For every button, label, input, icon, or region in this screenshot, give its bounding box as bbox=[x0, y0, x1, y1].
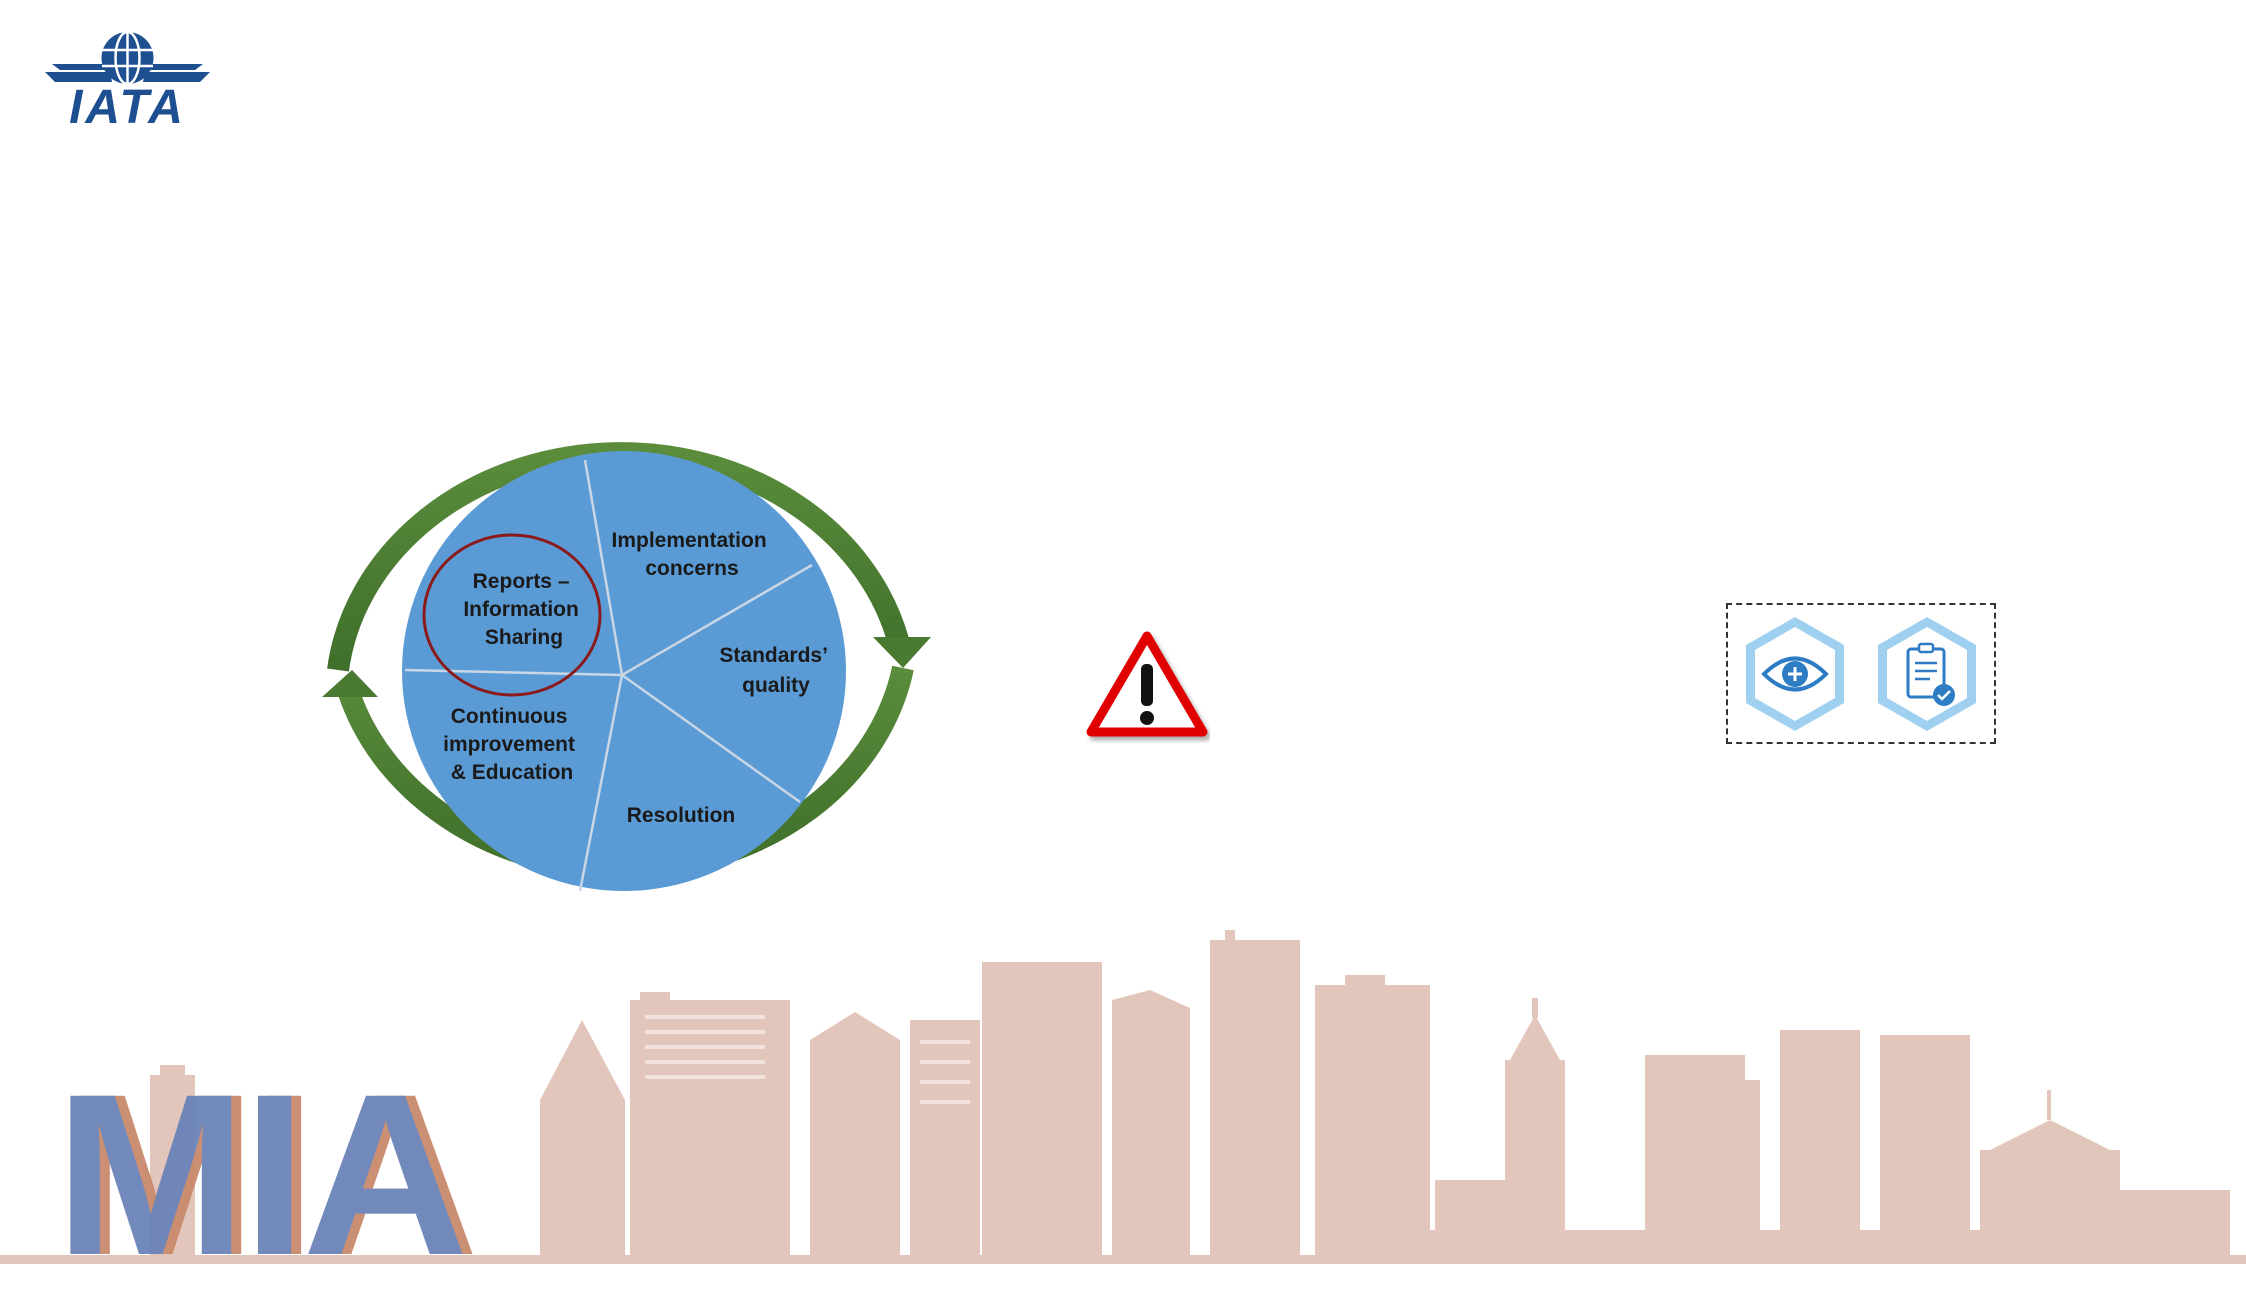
segment-label-reports: Reports – Information Sharing bbox=[463, 570, 584, 649]
segment-label-resolution: Resolution bbox=[627, 804, 736, 827]
eye-plus-icon bbox=[1746, 617, 1844, 731]
iata-logo-icon bbox=[45, 30, 210, 86]
cycle-pie bbox=[402, 451, 846, 891]
segment-label-standards: Standards’ quality bbox=[719, 644, 832, 697]
cycle-diagram: Reports – Information Sharing Implementa… bbox=[322, 442, 931, 892]
warning-icon bbox=[1086, 631, 1208, 737]
mia-city-text: MIA bbox=[55, 1046, 469, 1303]
iata-logo-text: IATA bbox=[69, 81, 186, 134]
cycle-dividers bbox=[404, 459, 813, 892]
clipboard-check-icon bbox=[1878, 617, 1976, 731]
cycle-highlight-circle bbox=[422, 533, 602, 697]
segment-label-implementation: Implementation concerns bbox=[611, 529, 772, 580]
city-skyline-image bbox=[0, 930, 2246, 1264]
segment-label-continuous: Continuous improvement & Education bbox=[443, 705, 581, 784]
icon-group-box bbox=[1726, 603, 1996, 744]
